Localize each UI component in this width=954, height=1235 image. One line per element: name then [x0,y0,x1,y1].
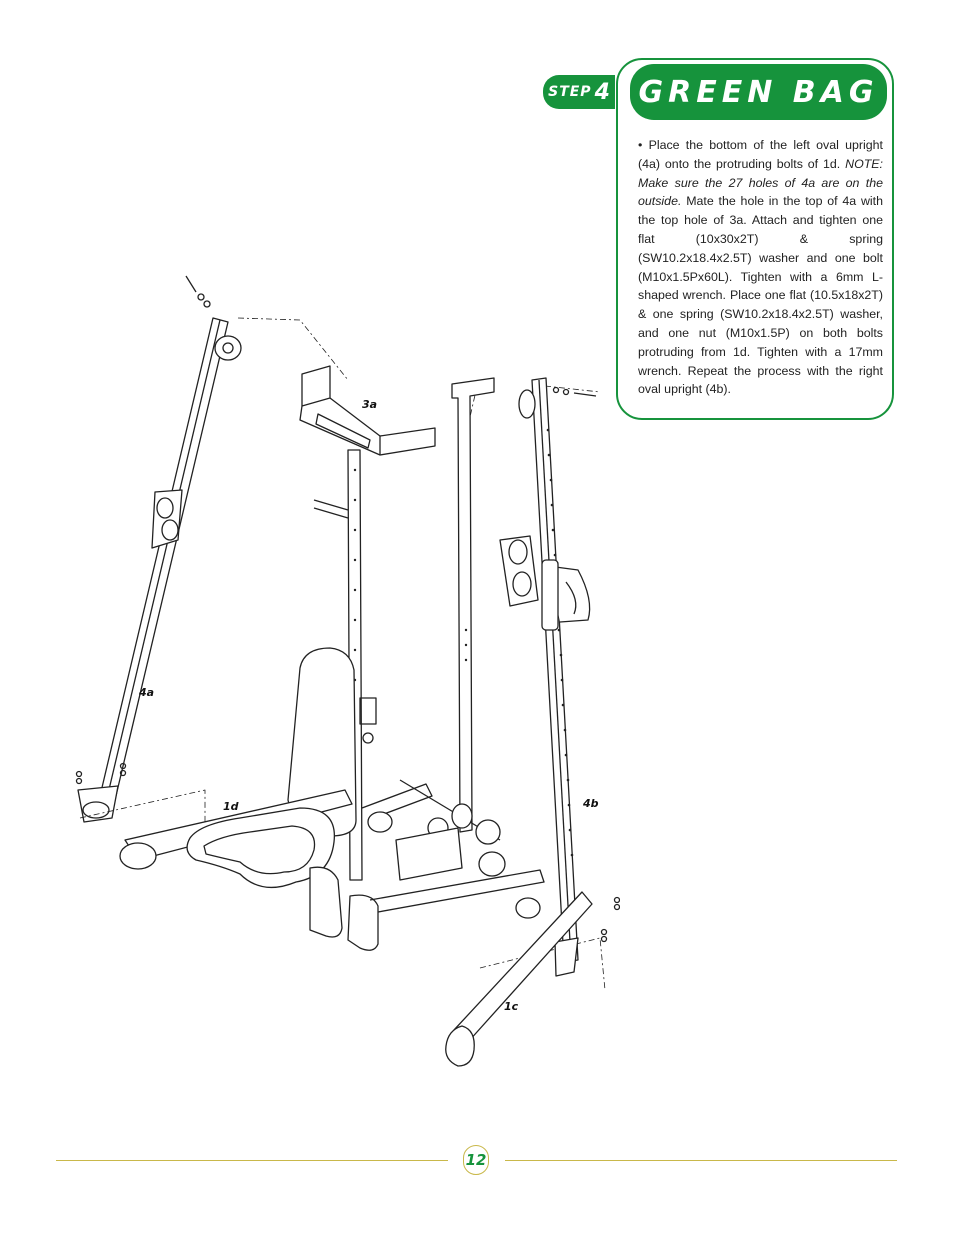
step-badge: STEP 4 [543,75,615,109]
step-number: 4 [594,79,610,105]
part-label-3a: 3a [362,398,378,411]
part-label-1c: 1c [504,1000,519,1013]
page-title: GREEN BAG [638,74,879,110]
instruction-text: • Place the bottom of the left oval upri… [638,136,883,399]
base-1d [119,779,545,951]
part-label-4b: 4b [583,797,599,810]
instruction-card [616,58,894,420]
instruction-part-1: • Place the bottom of the left oval upri… [638,138,883,171]
title-bar: GREEN BAG [630,64,887,120]
base-1c [445,891,593,1067]
page-number: 12 [463,1145,489,1175]
upright-4a [75,275,242,823]
part-label-4a: 4a [139,686,155,699]
footer-rule-right [505,1160,897,1161]
step-word: STEP [548,84,592,100]
footer-rule-left [56,1160,448,1161]
part-label-1d: 1d [223,800,239,813]
assembly-diagram [75,275,620,1067]
instruction-part-2: Mate the hole in the top of 4a with the … [638,194,883,397]
upright-4b [499,377,620,977]
base-wheels [367,803,541,919]
instruction-note: NOTE: Make sure the 27 holes of 4a are o… [638,156,883,209]
bracket-3a [299,365,436,456]
